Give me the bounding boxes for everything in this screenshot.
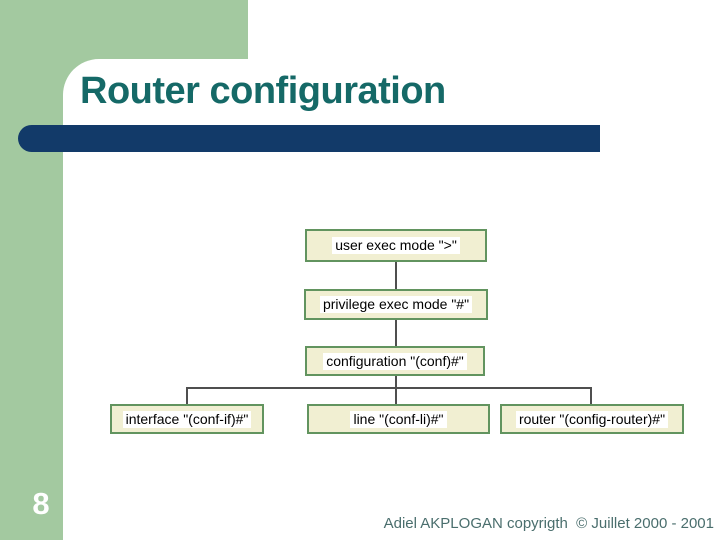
page-title: Router configuration — [80, 70, 446, 112]
diagram-node-interface: interface "(conf-if)#" — [110, 404, 264, 434]
green-sidebar — [0, 0, 63, 540]
title-underline-bar — [18, 125, 600, 152]
diagram-node-privilege-exec: privilege exec mode "#" — [304, 289, 488, 320]
diagram-node-label: router "(config-router)#" — [515, 410, 669, 428]
diagram-node-router: router "(config-router)#" — [500, 404, 684, 434]
connector-branch-interface — [186, 388, 188, 404]
diagram-node-configuration: configuration "(conf)#" — [305, 346, 485, 376]
connector-branch-router — [590, 388, 592, 404]
connector-configuration-branch — [395, 376, 397, 404]
slide-footer-credit: Adiel AKPLOGAN copyrigth © Juillet 2000 … — [383, 515, 714, 532]
diagram-node-label: user exec mode ">" — [332, 237, 460, 254]
slide-page-number: 8 — [32, 486, 50, 521]
diagram-node-line: line "(conf-li)#" — [307, 404, 490, 434]
diagram-node-label: configuration "(conf)#" — [323, 352, 467, 370]
connector-user-privilege — [395, 262, 397, 289]
diagram-node-user-exec: user exec mode ">" — [305, 229, 487, 262]
connector-privilege-configuration — [395, 320, 397, 346]
connector-branch-horizontal — [186, 387, 592, 389]
diagram-node-label: line "(conf-li)#" — [350, 410, 447, 428]
diagram-node-label: privilege exec mode "#" — [319, 296, 473, 313]
diagram-node-label: interface "(conf-if)#" — [122, 410, 252, 428]
